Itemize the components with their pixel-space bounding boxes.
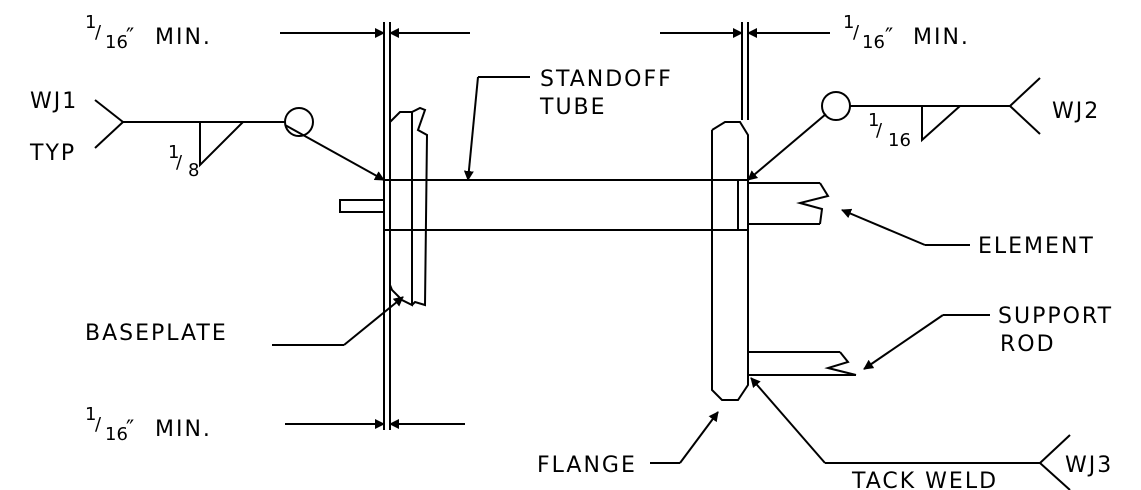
svg-text:1: 1: [85, 404, 96, 425]
element-part: [748, 182, 830, 225]
svg-text:16: 16: [105, 424, 128, 445]
svg-text:8: 8: [188, 160, 199, 181]
svg-text:/: /: [176, 152, 183, 173]
svg-text:″: ″: [126, 25, 136, 50]
svg-text:1: 1: [868, 110, 879, 131]
wj3-label: WJ3: [1065, 453, 1113, 478]
element-leader: ELEMENT: [841, 208, 1095, 259]
support-label: SUPPORT: [998, 304, 1113, 329]
svg-text:16: 16: [888, 130, 911, 151]
tack-weld-label: TACK WELD: [851, 469, 998, 490]
min-label: MIN.: [913, 25, 970, 50]
tube-label: TUBE: [539, 95, 607, 120]
dimension-extension-lines-right: [741, 22, 749, 120]
wj1-label: WJ1: [30, 89, 78, 114]
flange-leader: FLANGE: [537, 411, 719, 478]
element-label: ELEMENT: [978, 234, 1095, 259]
min-label: MIN.: [155, 417, 212, 442]
weld-symbol-wj1: WJ1 TYP 1 / 8: [29, 89, 385, 181]
support-rod-leader: SUPPORT ROD: [863, 304, 1113, 370]
dimension-top-left: 1 / 16 ″ MIN.: [85, 12, 470, 53]
svg-text:/: /: [853, 22, 860, 43]
flange-part: [711, 121, 749, 401]
dimension-bottom: 1 / 16 ″ MIN.: [85, 404, 465, 445]
standoff-tube-part: [390, 179, 749, 231]
weld-symbol-wj3: WJ3 TACK WELD: [750, 377, 1113, 490]
dimension-extension-lines-left: [383, 22, 391, 430]
wj2-label: WJ2: [1052, 99, 1100, 124]
svg-text:″: ″: [126, 417, 136, 442]
standoff-label: STANDOFF: [540, 67, 673, 92]
frac-num: 1: [85, 12, 96, 33]
svg-text:″: ″: [885, 25, 895, 50]
support-rod-part: [748, 351, 857, 376]
svg-text:1: 1: [843, 12, 854, 33]
standoff-tube-leader: STANDOFF TUBE: [463, 67, 673, 181]
rod-label: ROD: [1000, 332, 1056, 357]
baseplate-label: BASEPLATE: [85, 321, 228, 346]
weld-all-around-circle: [284, 107, 314, 137]
svg-text:/: /: [876, 120, 883, 141]
weld-symbol-wj2: WJ2 1 / 16: [747, 77, 1100, 181]
svg-text:/: /: [95, 414, 102, 435]
flange-label: FLANGE: [537, 453, 637, 478]
svg-text:1: 1: [168, 142, 179, 163]
baseplate-leader: BASEPLATE: [85, 296, 404, 346]
min-label: MIN.: [155, 25, 212, 50]
dimension-top-right: 1 / 16 ″ MIN.: [660, 12, 970, 53]
frac-den: 16: [105, 32, 128, 53]
svg-text:/: /: [95, 22, 102, 43]
svg-text:16: 16: [862, 32, 885, 53]
typ-label: TYP: [29, 141, 76, 166]
